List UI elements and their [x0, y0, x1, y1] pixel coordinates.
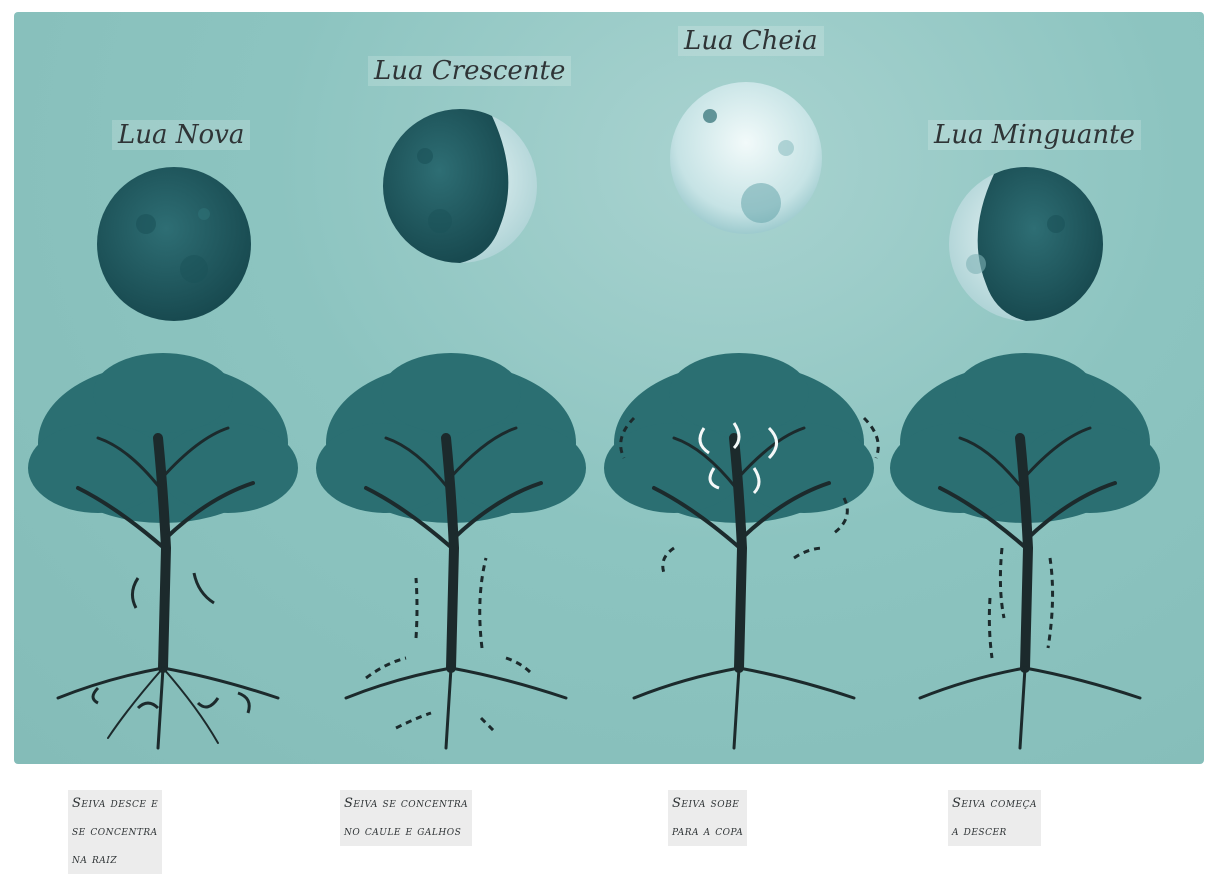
caption-line: a descer: [952, 818, 1037, 846]
tree-lua-nova: [18, 348, 308, 758]
caption-lua-minguante: Seiva começa a descer: [948, 790, 1041, 846]
new-moon-icon: [94, 164, 254, 324]
waning-moon-icon: [946, 164, 1106, 324]
caption-line: Seiva sobe: [672, 790, 743, 818]
full-moon-icon: [666, 78, 826, 238]
caption-line: Seiva desce e: [72, 790, 158, 818]
caption-line: para a copa: [672, 818, 743, 846]
title-lua-nova: Lua Nova: [112, 120, 250, 150]
tree-lua-crescente: [306, 348, 596, 758]
waxing-moon-icon: [380, 106, 540, 266]
caption-line: se concentra: [72, 818, 158, 846]
caption-line: Seiva começa: [952, 790, 1037, 818]
caption-line: na raiz: [72, 846, 158, 874]
caption-lua-cheia: Seiva sobe para a copa: [668, 790, 747, 846]
moon-phase-panel: Lua Nova Lua Crescente Lua Cheia Lua Min…: [14, 12, 1204, 764]
caption-line: no caule e galhos: [344, 818, 468, 846]
tree-lua-cheia: [594, 348, 884, 758]
caption-line: Seiva se concentra: [344, 790, 468, 818]
title-lua-cheia: Lua Cheia: [678, 26, 824, 56]
title-lua-minguante: Lua Minguante: [928, 120, 1141, 150]
title-lua-crescente: Lua Crescente: [368, 56, 571, 86]
tree-lua-minguante: [880, 348, 1170, 758]
caption-lua-nova: Seiva desce e se concentra na raiz: [68, 790, 162, 874]
caption-lua-crescente: Seiva se concentra no caule e galhos: [340, 790, 472, 846]
